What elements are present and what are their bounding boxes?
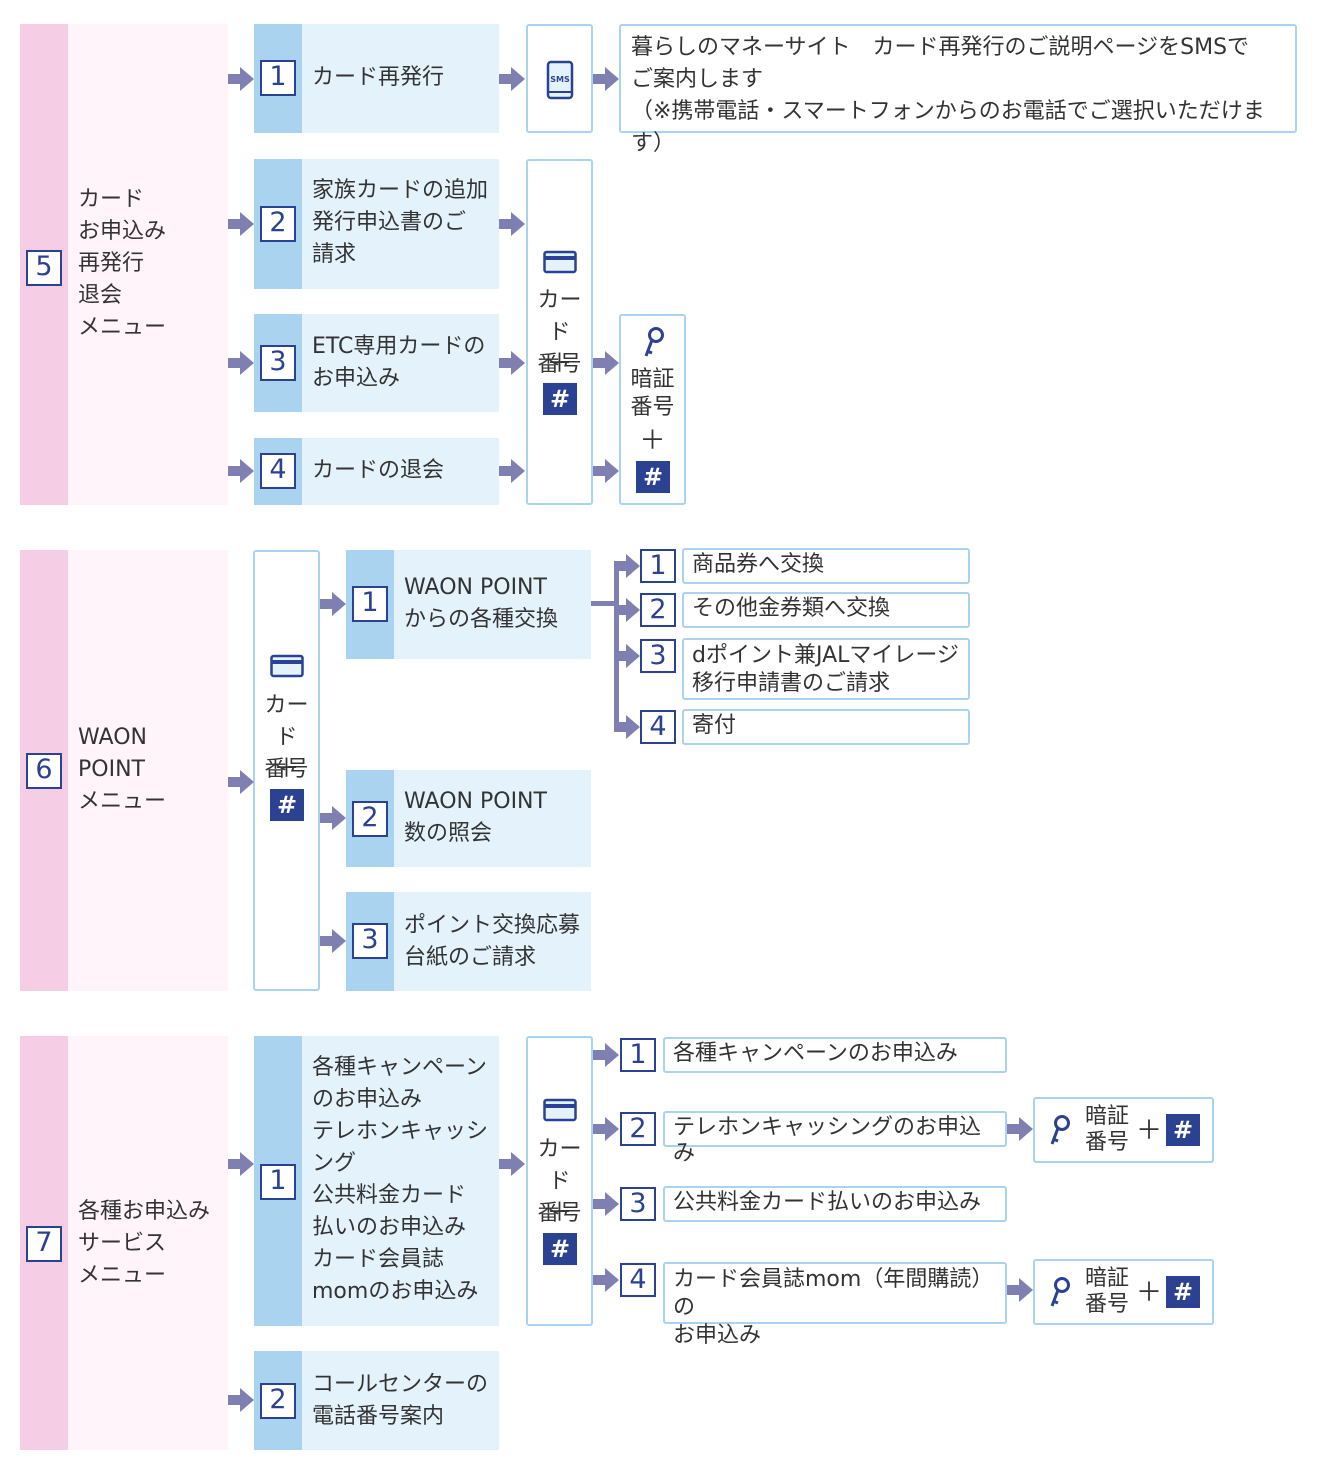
s7-sub-1-label[interactable]: 各種キャンペーンのお申込み	[663, 1037, 1007, 1073]
s6-sub-4-label[interactable]: 寄付	[682, 709, 970, 745]
s7-sub-3-label[interactable]: 公共料金カード払いのお申込み	[663, 1186, 1007, 1222]
s6-card-input-label: カード 番号	[264, 693, 309, 782]
section-5-number: 5	[26, 250, 62, 286]
s6-sub-4-number: 4	[640, 710, 676, 744]
s7-option-1[interactable]: 1 各種キャンペーン のお申込み テレホンキャッシ ング 公共料金カード 払いの…	[254, 1036, 499, 1326]
s5-sms-box: SMS	[526, 24, 593, 133]
s7-pin-box-2: 暗証 番号 ＋ #	[1033, 1097, 1214, 1163]
section-7: 7 各種お申込み サービス メニュー	[20, 1036, 228, 1450]
s7-pin-2-plus: ＋	[1135, 1116, 1162, 1146]
card-icon	[543, 250, 577, 274]
s7-pin-4-label: 暗証 番号	[1085, 1266, 1130, 1317]
s6-option-1-label: WAON POINT からの各種交換	[404, 575, 559, 632]
card-icon	[543, 1098, 577, 1122]
s6-option-1-number: 1	[352, 586, 388, 622]
s5-option-3-label: ETC専用カードの お申込み	[312, 334, 486, 391]
section-7-number: 7	[26, 1226, 62, 1262]
s5-option-4[interactable]: 4 カードの退会	[254, 438, 499, 505]
s7-option-2-number: 2	[260, 1383, 296, 1419]
s7-option-1-number: 1	[260, 1164, 296, 1200]
card-icon	[270, 654, 304, 678]
s6-sub-1-label[interactable]: 商品券へ交換	[682, 548, 970, 584]
s7-pin-4-hash: #	[1166, 1276, 1200, 1308]
s6-sub-3-number: 3	[640, 639, 676, 673]
s5-option-2[interactable]: 2 家族カードの追加 発行申込書のご 請求	[254, 159, 499, 289]
s6-option-2-label: WAON POINT 数の照会	[404, 789, 547, 846]
s7-pin-2-label: 暗証 番号	[1085, 1104, 1130, 1155]
svg-text:SMS: SMS	[550, 75, 570, 84]
s6-option-3[interactable]: 3 ポイント交換応募 台紙のご請求	[346, 892, 591, 991]
s7-card-plus: ＋	[546, 1198, 573, 1228]
s6-option-3-label: ポイント交換応募 台紙のご請求	[404, 913, 581, 970]
s6-sub-1-number: 1	[640, 549, 676, 583]
key-icon	[1050, 1277, 1070, 1307]
s6-sub-2-label[interactable]: その他金券類へ交換	[682, 592, 970, 628]
s6-option-3-number: 3	[352, 923, 388, 959]
s5-option-2-number: 2	[260, 206, 296, 242]
s5-option-1-number: 1	[260, 60, 296, 96]
s6-card-input-box: カード 番号 ＋ #	[253, 550, 320, 991]
s7-sub-3-number: 3	[620, 1187, 656, 1221]
s7-sub-2-label[interactable]: テレホンキャッシングのお申込み	[663, 1111, 1007, 1166]
s5-option-3[interactable]: 3 ETC専用カードの お申込み	[254, 314, 499, 412]
s5-sms-note-box: 暮らしのマネーサイト カード再発行のご説明ページをSMSで ご案内します （※携…	[619, 24, 1297, 156]
s7-card-input-box: カード 番号 ＋ #	[526, 1036, 593, 1326]
s7-option-1-label: 各種キャンペーン のお申込み テレホンキャッシ ング 公共料金カード 払いのお申…	[312, 1055, 489, 1304]
s5-option-4-label: カードの退会	[312, 458, 445, 483]
s7-option-2[interactable]: 2 コールセンターの 電話番号案内	[254, 1351, 499, 1450]
s7-card-input-label: カード 番号	[537, 1137, 582, 1226]
s5-pin-hash: #	[636, 461, 670, 493]
s5-pin-plus: ＋	[639, 426, 666, 456]
s6-option-2-number: 2	[352, 801, 388, 837]
section-5: 5 カード お申込み 再発行 退会 メニュー	[20, 24, 228, 505]
s5-option-3-number: 3	[260, 345, 296, 381]
key-icon	[1050, 1115, 1070, 1145]
s6-card-plus: ＋	[273, 754, 300, 784]
s5-option-1-label: カード再発行	[312, 65, 445, 90]
s5-pin-label: 暗証 番号	[630, 367, 675, 420]
s7-pin-box-4: 暗証 番号 ＋ #	[1033, 1259, 1214, 1325]
s5-card-input-box: カード 番号 ＋ #	[526, 159, 593, 505]
s5-option-2-label: 家族カードの追加 発行申込書のご 請求	[312, 178, 489, 267]
section-6: 6 WAON POINT メニュー	[20, 550, 228, 991]
s6-sub-3-label[interactable]: dポイント兼JALマイレージ 移行申請書のご請求	[682, 638, 970, 700]
s5-option-1[interactable]: 1 カード再発行	[254, 24, 499, 133]
s7-pin-4-plus: ＋	[1135, 1278, 1162, 1308]
s5-sms-note: 暮らしのマネーサイト カード再発行のご説明ページをSMSで ご案内します （※携…	[631, 35, 1265, 156]
s5-card-input-label: カード 番号	[537, 288, 582, 377]
key-icon	[644, 327, 664, 357]
section-5-title: カード お申込み 再発行 退会 メニュー	[78, 187, 167, 340]
s6-card-hash: #	[270, 789, 304, 821]
s6-option-1[interactable]: 1 WAON POINT からの各種交換	[346, 550, 591, 659]
sms-phone-icon: SMS	[546, 60, 574, 100]
s7-sub-4-number: 4	[620, 1263, 656, 1297]
s5-card-plus: ＋	[546, 349, 573, 379]
s7-option-2-label: コールセンターの 電話番号案内	[312, 1372, 489, 1429]
s5-card-hash: #	[543, 383, 577, 415]
s6-sub-2-number: 2	[640, 593, 676, 627]
s7-pin-2-hash: #	[1166, 1114, 1200, 1146]
section-6-number: 6	[26, 753, 62, 789]
s7-sub-4-label[interactable]: カード会員誌mom（年間購読）の お申込み	[663, 1262, 1007, 1348]
s6-option-2[interactable]: 2 WAON POINT 数の照会	[346, 770, 591, 867]
section-7-title: 各種お申込み サービス メニュー	[78, 1199, 211, 1288]
s5-pin-box: 暗証 番号 ＋ #	[619, 314, 686, 505]
s7-card-hash: #	[543, 1233, 577, 1265]
s7-sub-1-number: 1	[620, 1038, 656, 1072]
s5-option-4-number: 4	[260, 453, 296, 489]
section-6-title: WAON POINT メニュー	[78, 725, 167, 814]
s7-sub-2-number: 2	[620, 1112, 656, 1146]
